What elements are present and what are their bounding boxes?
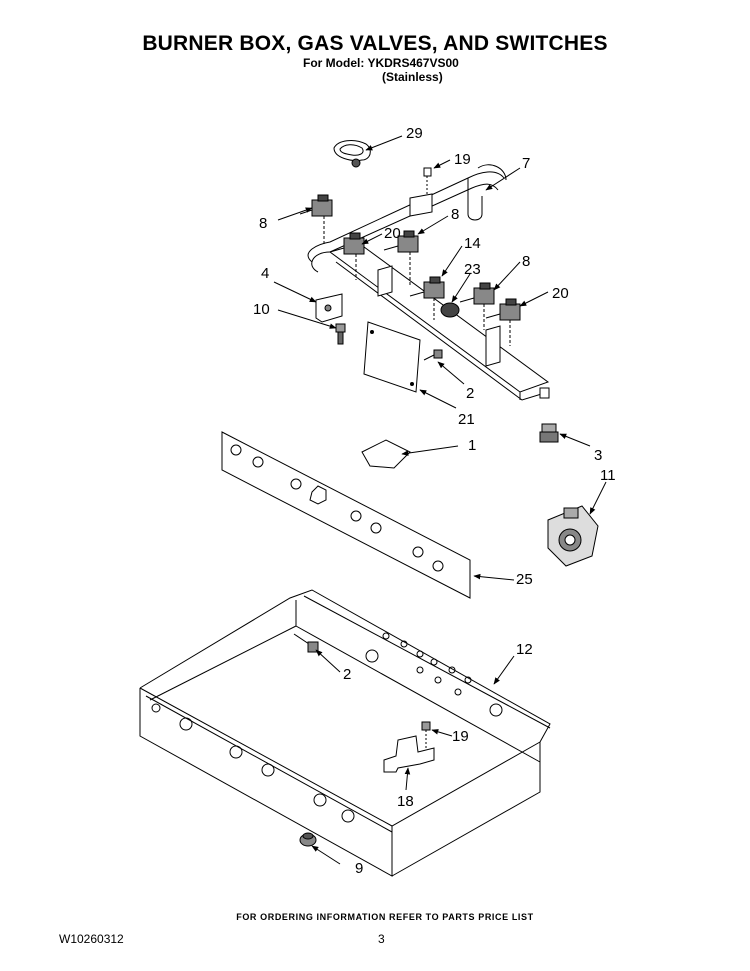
callout-2-lower: 2 [343, 666, 351, 683]
part-10-bolt [335, 323, 346, 345]
callout-labels: 29 19 7 8 20 8 14 23 8 20 4 10 2 21 1 3 … [253, 125, 616, 877]
page-number: 3 [378, 932, 385, 946]
callout-20-left: 20 [384, 225, 401, 242]
part-19-bolt-top [409, 167, 433, 217]
valve-8-center [377, 230, 419, 297]
part-25-panel [221, 431, 471, 599]
part-29-gasket [333, 140, 371, 168]
callout-7: 7 [522, 155, 530, 172]
callout-4: 4 [261, 265, 269, 282]
callout-23: 23 [464, 261, 481, 278]
part-18-bracket [383, 735, 435, 773]
part-2-screw-lower [293, 633, 319, 653]
part-2-screw-upper [423, 349, 443, 361]
callout-20-right: 20 [552, 285, 569, 302]
document-number: W10260312 [59, 932, 124, 946]
callout-19-lower: 19 [452, 728, 469, 745]
part-1-plate [361, 439, 411, 469]
leader-lines [273, 135, 607, 865]
callout-19-top: 19 [454, 151, 471, 168]
gas-manifold [307, 164, 550, 401]
variant-line: (Stainless) [382, 70, 443, 84]
ordering-note: FOR ORDERING INFORMATION REFER TO PARTS … [236, 912, 534, 922]
model-line: For Model: YKDRS467VS00 [303, 56, 459, 70]
part-19-bolt-lower [421, 721, 431, 752]
callout-10: 10 [253, 301, 270, 318]
callout-8-center: 8 [451, 206, 459, 223]
callout-8-right: 8 [522, 253, 530, 270]
part-4-bracket [315, 293, 343, 323]
callout-18: 18 [397, 793, 414, 810]
callout-11: 11 [600, 467, 616, 484]
valve-14 [409, 276, 445, 320]
callout-29: 29 [406, 125, 423, 142]
valve-8-left [299, 194, 333, 246]
callout-9: 9 [355, 860, 363, 877]
part-9-knob [299, 832, 317, 847]
part-12-burner-box [139, 589, 551, 877]
valve-20-right [485, 298, 521, 367]
callout-12: 12 [516, 641, 533, 658]
callout-2-upper: 2 [466, 385, 474, 402]
callout-21: 21 [458, 411, 475, 428]
callout-1: 1 [468, 437, 476, 454]
valve-20-left [329, 232, 365, 280]
page-title: BURNER BOX, GAS VALVES, AND SWITCHES [142, 32, 608, 55]
callout-14: 14 [464, 235, 481, 252]
callout-8-left: 8 [259, 215, 267, 232]
callout-25: 25 [516, 571, 533, 588]
part-21-plate [363, 321, 421, 393]
part-11-regulator [547, 505, 599, 567]
valve-8-right [459, 282, 495, 330]
part-3-fitting [539, 423, 559, 443]
callout-3: 3 [594, 447, 602, 464]
part-23-disc [440, 302, 460, 318]
